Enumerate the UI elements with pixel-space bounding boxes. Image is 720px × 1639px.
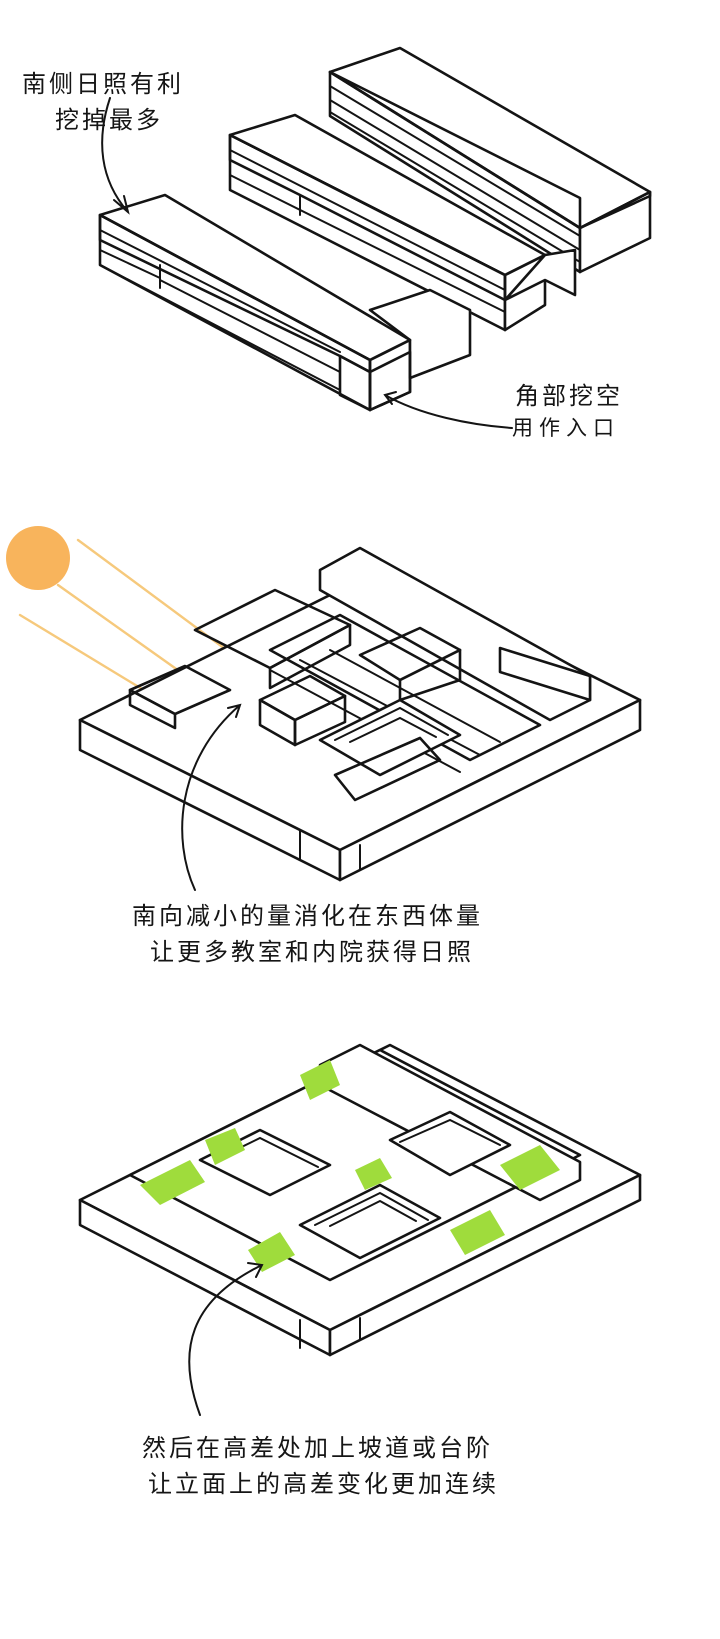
sun xyxy=(6,526,70,590)
arrow-to-courtyard xyxy=(181,703,242,891)
arrow-to-front-roof xyxy=(101,97,130,215)
arrow-to-corner xyxy=(383,391,513,429)
note-south-sun-line2: 挖掉最多 xyxy=(55,106,163,134)
caption-panel3-line1: 然后在高差处加上坡道或台阶 xyxy=(142,1434,493,1462)
panel3-sketch xyxy=(78,1043,642,1416)
note-corner-line1: 角部挖空 xyxy=(515,382,623,410)
red-block-4 xyxy=(333,736,442,802)
panel2-sketch xyxy=(6,526,642,891)
bar-back xyxy=(328,46,652,274)
bar-middle xyxy=(228,113,577,332)
note-corner-line2: 用作入口 xyxy=(512,416,620,440)
arrow-to-ramp xyxy=(188,1262,264,1416)
caption-panel2-line1: 南向减小的量消化在东西体量 xyxy=(132,902,483,930)
caption-panel3-line2: 让立面上的高差变化更加连续 xyxy=(148,1470,499,1498)
panel1-sketch xyxy=(98,46,652,429)
note-south-sun-line1: 南侧日照有利 xyxy=(22,70,184,98)
caption-panel2-line2: 让更多教室和内院获得日照 xyxy=(150,938,474,966)
bar-front xyxy=(98,193,472,412)
green-ramps xyxy=(140,1060,560,1272)
